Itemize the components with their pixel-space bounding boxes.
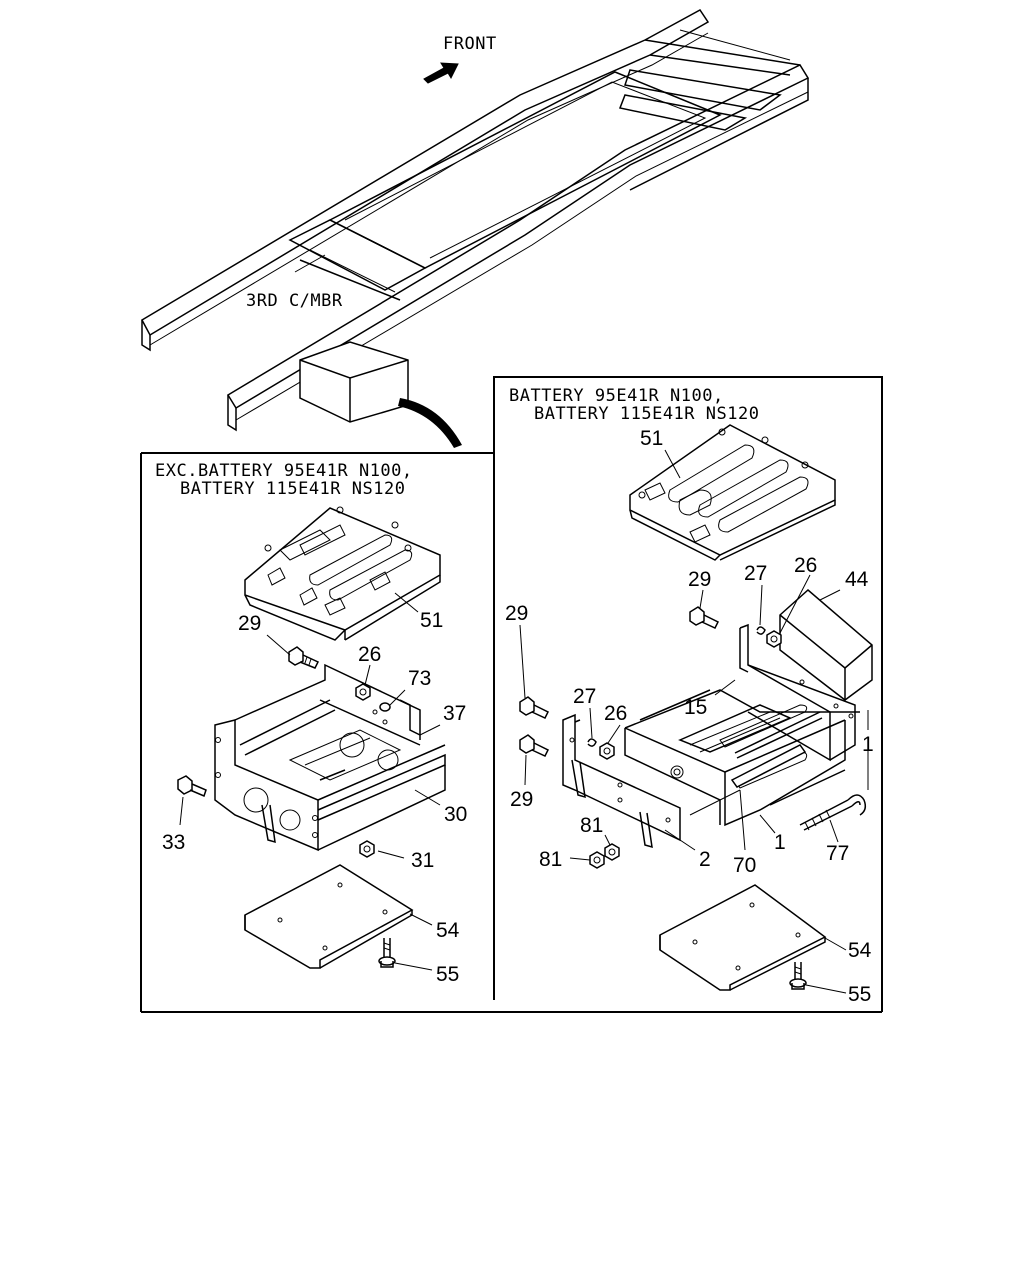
panel-frame [140,376,883,1013]
callout-29-right-lower: 29 [510,788,533,811]
callout-33: 33 [162,831,185,854]
nut-31 [359,840,375,858]
callout-30: 30 [444,803,467,826]
callout-29-left: 29 [238,612,261,635]
washer-27-right-upper [756,626,766,635]
battery-location-box [299,341,409,423]
right-battery-tray [624,623,860,827]
callout-81-upper: 81 [580,814,603,837]
screw-55-right [789,962,807,990]
callout-1-upper: 1 [862,733,874,756]
right-leader-lines [519,449,869,994]
front-label: FRONT [443,34,497,54]
left-caption-line1: EXC.BATTERY 95E41R N100, [155,461,413,481]
callout-73: 73 [408,667,431,690]
callout-31: 31 [411,849,434,872]
right-caption-line2: BATTERY 115E41R NS120 [534,404,759,424]
callout-70: 70 [733,854,756,877]
callout-55-left: 55 [436,963,459,986]
callout-55-right: 55 [848,983,871,1006]
callout-27-right-lower: 27 [573,685,596,708]
nut-26-right-upper [766,630,782,648]
right-bracket [562,713,741,849]
screw-55-left [378,938,396,968]
bolt-29-right-lower [519,734,550,757]
crossmember-label: 3RD C/MBR [246,291,343,311]
chassis-frame [141,9,810,432]
plate-54-left [244,864,414,969]
callout-77: 77 [826,842,849,865]
callout-51-left: 51 [420,609,443,632]
callout-29-right-upper: 29 [688,568,711,591]
callout-15: 15 [684,696,707,719]
callout-51-right: 51 [640,427,663,450]
nut-81-lower [589,851,605,869]
callout-26-left: 26 [358,643,381,666]
nut-81-upper [604,843,620,861]
callout-54-left: 54 [436,919,460,942]
right-caption-line1: BATTERY 95E41R N100, [509,386,724,406]
bolt-33 [177,775,207,798]
hook-bolt-77 [799,794,867,831]
plate-44 [779,589,873,701]
callout-44: 44 [845,568,869,591]
rod-70 [730,744,807,788]
callout-29-right-mid: 29 [505,602,528,625]
callout-2: 2 [699,848,711,871]
nut-26-right-lower [599,742,615,760]
washer-27-right-lower [587,738,597,747]
bolt-29-left [288,646,320,669]
washer-73 [379,702,391,712]
callout-54-right: 54 [848,939,872,962]
left-caption-line2: BATTERY 115E41R NS120 [180,479,405,499]
left-leader-lines [179,592,441,971]
nut-26-left [355,683,371,701]
bolt-29-right-mid [519,696,550,719]
plate-54-right [659,884,827,991]
callout-1-lower: 1 [774,831,786,854]
right-battery-cover [629,424,836,561]
front-arrow-icon [423,62,459,84]
callout-27-right-upper: 27 [744,562,767,585]
detail-pointer-arrow [398,398,462,448]
callout-26-right-lower: 26 [604,702,627,725]
left-battery-tray [214,663,446,852]
bolt-29-right-upper [689,606,720,629]
callout-26-right-upper: 26 [794,554,817,577]
left-battery-cover [244,506,441,641]
callout-37: 37 [443,702,466,725]
callout-81-lower: 81 [539,848,562,871]
